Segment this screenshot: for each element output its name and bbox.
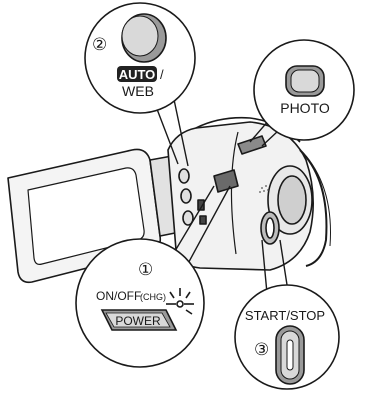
chg-label: (CHG) xyxy=(140,292,166,302)
side-button-middle xyxy=(181,189,191,203)
power-label: POWER xyxy=(115,314,161,328)
photo-button-icon xyxy=(286,66,324,96)
side-button-upper xyxy=(179,169,189,183)
web-label: WEB xyxy=(122,83,154,99)
callout-photo-button: PHOTO xyxy=(254,40,354,140)
on-off-label: ON/OFF xyxy=(96,289,141,303)
mode-separator: / xyxy=(160,67,164,82)
step-number: ② xyxy=(92,35,107,54)
lens-glass xyxy=(278,176,306,224)
callout-start-stop: START/STOP ③ xyxy=(235,285,339,389)
side-port-2 xyxy=(200,216,206,224)
callout-power-switch: ① ON/OFF (CHG) POWER xyxy=(76,239,204,367)
callout-mode-button: ② AUTO / WEB xyxy=(85,3,195,113)
start-stop-button-icon xyxy=(276,326,304,384)
step-number: ① xyxy=(138,260,153,279)
step-number: ③ xyxy=(254,340,269,359)
start-stop-label: START/STOP xyxy=(245,308,325,323)
start-stop-on-body-inner xyxy=(266,218,274,238)
auto-badge-label: AUTO xyxy=(119,67,156,82)
callout-circle xyxy=(76,239,204,367)
photo-label: PHOTO xyxy=(280,100,330,116)
mode-button-icon xyxy=(122,14,166,62)
